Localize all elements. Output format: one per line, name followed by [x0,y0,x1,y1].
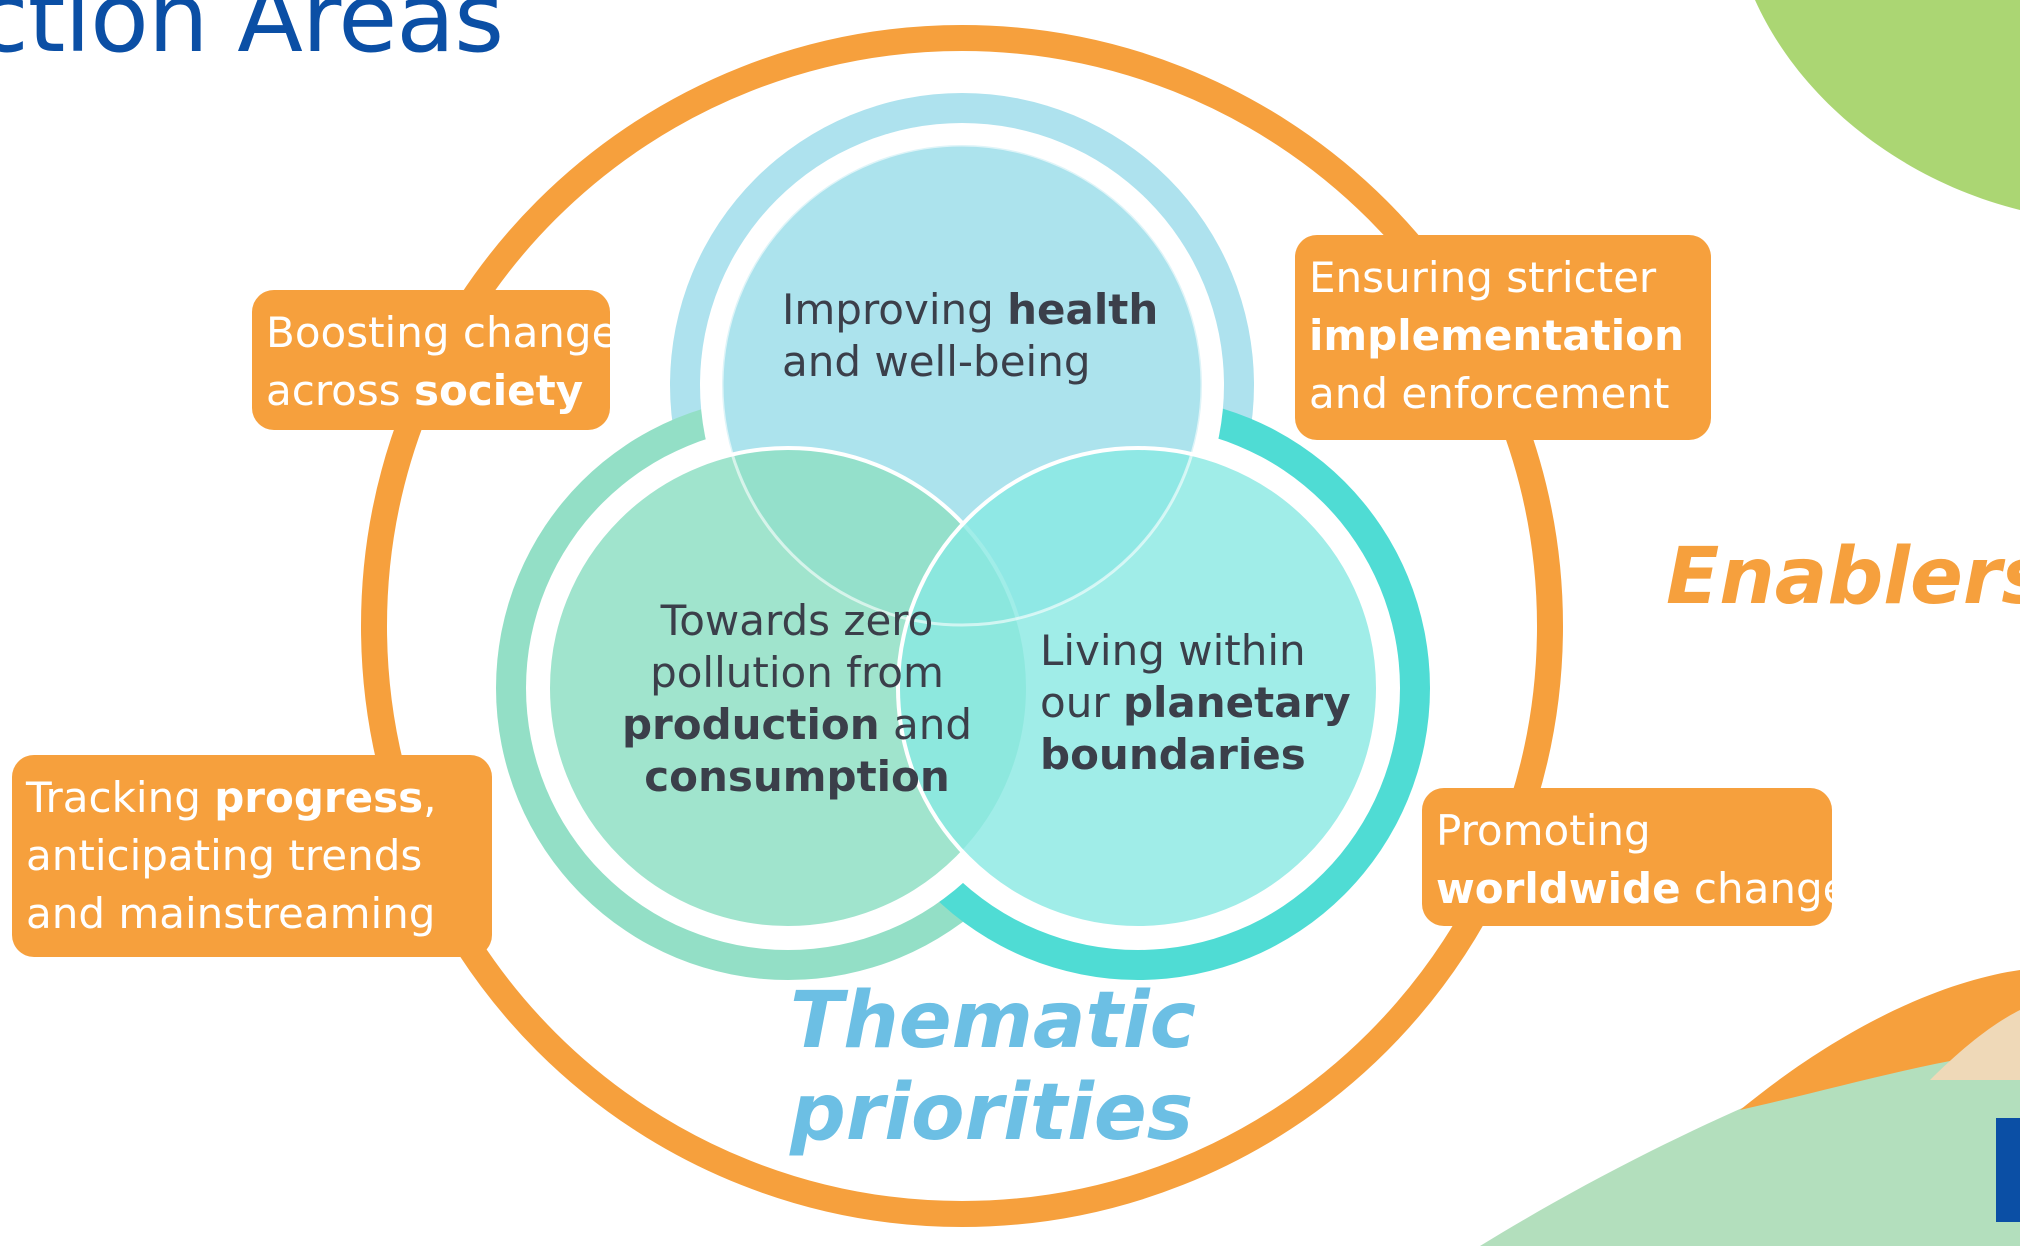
enablers-label: Enablers [1666,532,2020,622]
enabler-progress-box: Tracking progress, anticipating trends a… [12,755,492,957]
enablers-ring [361,25,1563,1227]
page-title: ction Areas [0,0,504,74]
corner-logo-block [1996,1118,2020,1222]
leaf-decoration-beige-right [1930,1010,2020,1080]
enabler-implementation-box: Ensuring stricter implementation and enf… [1295,235,1711,440]
enabler-worldwide-box: Promoting worldwide change [1422,788,1849,926]
health-text: Improving health and well-being [782,285,1159,386]
pollution-text: Towards zero pollution from production a… [621,596,973,801]
planetary-circle [896,446,1380,930]
thematic-priorities-label: Thematic priorities [790,976,1196,1158]
leaf-decoration-top-right [1755,0,2020,210]
enabler-society-box: Boosting change across society [252,290,617,430]
planetary-text: Living within our planetary boundaries [1040,626,1351,779]
health-circle-outline [720,143,1204,627]
leaf-decoration-orange-right [1740,970,2020,1110]
